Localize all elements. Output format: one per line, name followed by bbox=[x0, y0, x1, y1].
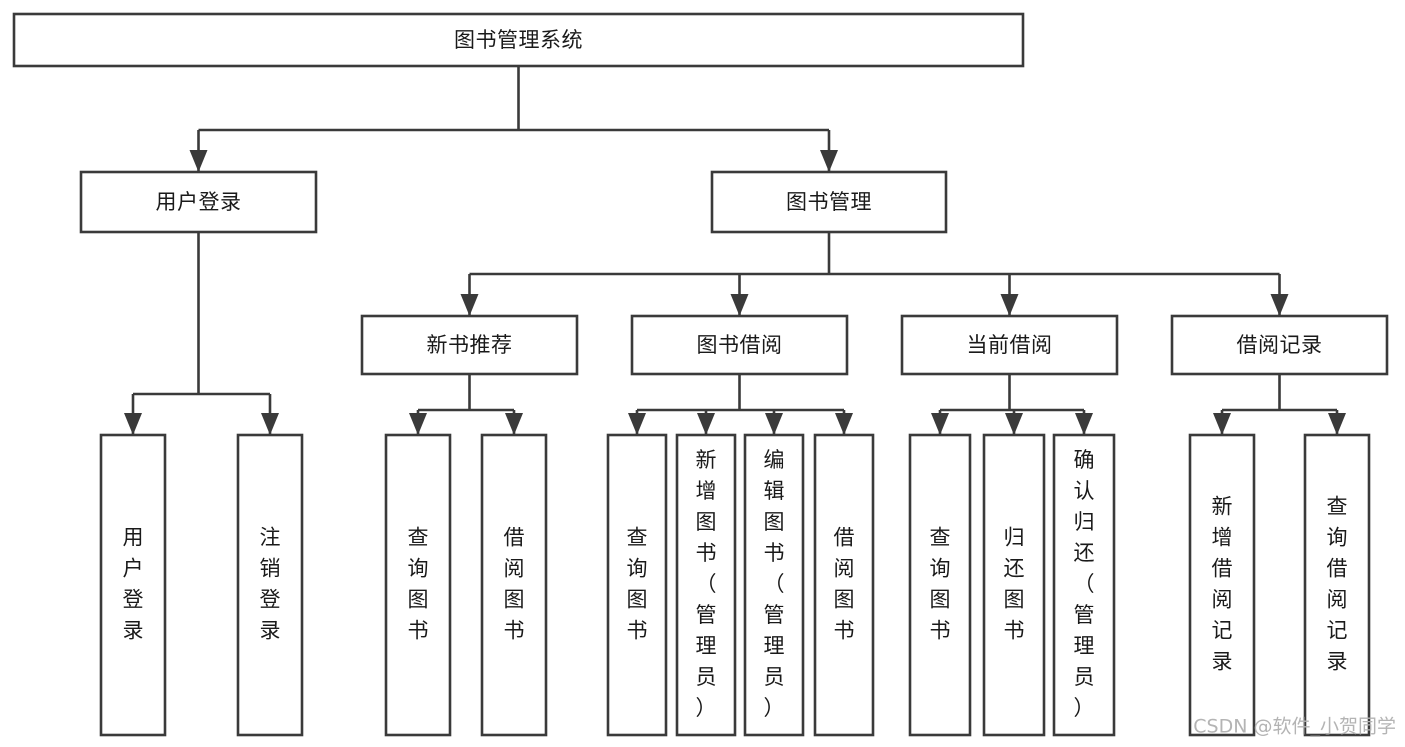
node-new-book-rec-label: 新书推荐 bbox=[427, 333, 513, 357]
node-leaf-confirm-return-label: 确认归还（管理员） bbox=[1074, 448, 1095, 720]
current-borrow-arrow-2 bbox=[1075, 413, 1093, 435]
root-arrow-0 bbox=[189, 150, 208, 172]
node-leaf-edit-book[interactable]: 编辑图书（管理员） bbox=[743, 433, 805, 737]
new-book-rec-arrow-0 bbox=[409, 413, 427, 435]
connector-layer bbox=[124, 66, 1346, 435]
book-borrow-arrow-0 bbox=[628, 413, 646, 435]
box-layer: 图书管理系统用户登录图书管理新书推荐图书借阅当前借阅借阅记录用户登录注销登录查询… bbox=[12, 12, 1389, 737]
book-borrow-arrow-1 bbox=[697, 413, 715, 435]
node-current-borrow[interactable]: 当前借阅 bbox=[900, 314, 1119, 376]
node-leaf-query-record[interactable]: 查询借阅记录 bbox=[1303, 433, 1371, 737]
node-leaf-logout[interactable]: 注销登录 bbox=[236, 433, 304, 737]
borrow-record-arrow-1 bbox=[1328, 413, 1346, 435]
node-leaf-user-login-label: 用户登录 bbox=[123, 526, 144, 643]
node-leaf-query-record-label: 查询借阅记录 bbox=[1327, 495, 1348, 674]
node-leaf-borrow-book-1[interactable]: 借阅图书 bbox=[480, 433, 548, 737]
node-leaf-add-book-label: 新增图书（管理员） bbox=[696, 448, 717, 720]
node-current-borrow-label: 当前借阅 bbox=[967, 333, 1053, 357]
new-book-rec-arrow-1 bbox=[505, 413, 523, 435]
node-leaf-borrow-book-2[interactable]: 借阅图书 bbox=[813, 433, 875, 737]
current-borrow-arrow-1 bbox=[1005, 413, 1023, 435]
node-borrow-record-label: 借阅记录 bbox=[1237, 333, 1323, 357]
current-borrow-arrow-0 bbox=[931, 413, 949, 435]
node-leaf-query-book-1-label: 查询图书 bbox=[408, 526, 429, 643]
node-leaf-add-record-label: 新增借阅记录 bbox=[1212, 495, 1233, 674]
node-user-login[interactable]: 用户登录 bbox=[79, 170, 318, 234]
book-borrow-arrow-3 bbox=[835, 413, 853, 435]
node-leaf-confirm-return[interactable]: 确认归还（管理员） bbox=[1052, 433, 1116, 737]
node-leaf-edit-book-label: 编辑图书（管理员） bbox=[764, 448, 785, 720]
borrow-record-arrow-0 bbox=[1213, 413, 1231, 435]
node-leaf-return-book-label: 归还图书 bbox=[1004, 526, 1025, 643]
node-leaf-add-book[interactable]: 新增图书（管理员） bbox=[675, 433, 737, 737]
user-login-arrow-1 bbox=[261, 413, 279, 435]
book-borrow-arrow-2 bbox=[765, 413, 783, 435]
node-leaf-add-record[interactable]: 新增借阅记录 bbox=[1188, 433, 1256, 737]
node-root-system-label: 图书管理系统 bbox=[454, 28, 583, 52]
node-user-login-label: 用户登录 bbox=[156, 190, 242, 214]
user-login-arrow-0 bbox=[124, 413, 142, 435]
root-arrow-1 bbox=[820, 150, 838, 172]
book-manage-arrow-3 bbox=[1270, 294, 1289, 316]
node-root-system[interactable]: 图书管理系统 bbox=[12, 12, 1025, 68]
node-leaf-query-book-3-label: 查询图书 bbox=[930, 526, 951, 643]
node-leaf-query-book-2[interactable]: 查询图书 bbox=[606, 433, 668, 737]
node-leaf-return-book[interactable]: 归还图书 bbox=[982, 433, 1046, 737]
node-book-borrow-label: 图书借阅 bbox=[697, 333, 783, 357]
node-leaf-logout-label: 注销登录 bbox=[260, 526, 281, 643]
node-book-manage[interactable]: 图书管理 bbox=[710, 170, 948, 234]
node-leaf-query-book-3[interactable]: 查询图书 bbox=[908, 433, 972, 737]
node-leaf-borrow-book-1-label: 借阅图书 bbox=[504, 526, 525, 643]
book-manage-arrow-0 bbox=[460, 294, 479, 316]
csdn-watermark: CSDN @软件_小贺同学 bbox=[1193, 716, 1396, 738]
node-book-manage-label: 图书管理 bbox=[786, 190, 872, 214]
node-book-borrow[interactable]: 图书借阅 bbox=[630, 314, 849, 376]
book-manage-arrow-2 bbox=[1000, 294, 1019, 316]
node-leaf-user-login[interactable]: 用户登录 bbox=[99, 433, 167, 737]
node-new-book-rec[interactable]: 新书推荐 bbox=[360, 314, 579, 376]
node-borrow-record[interactable]: 借阅记录 bbox=[1170, 314, 1389, 376]
node-leaf-borrow-book-2-label: 借阅图书 bbox=[834, 526, 855, 643]
node-leaf-query-book-1[interactable]: 查询图书 bbox=[384, 433, 452, 737]
node-leaf-query-book-2-label: 查询图书 bbox=[627, 526, 648, 643]
book-manage-arrow-1 bbox=[730, 294, 749, 316]
